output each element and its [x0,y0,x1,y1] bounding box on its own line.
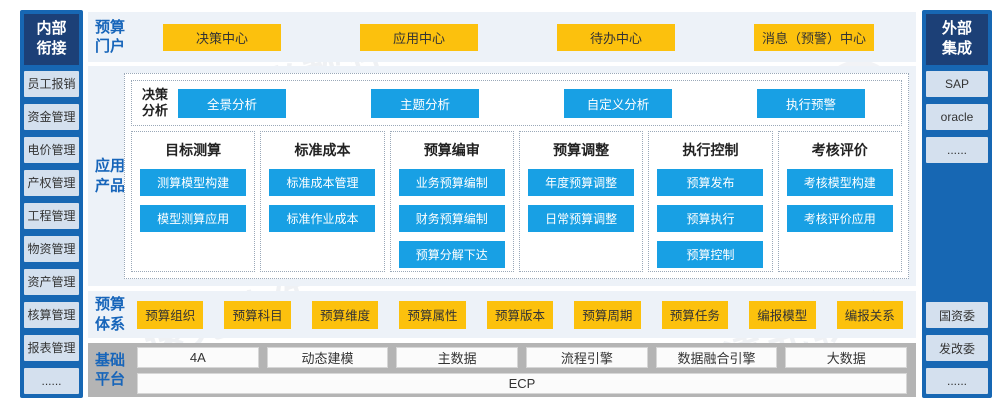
budget-system-button[interactable]: 预算属性 [399,300,466,329]
internal-integration-title: 内部 衔接 [24,14,79,65]
decision-analysis-button[interactable]: 自定义分析 [563,88,672,118]
external-integration-title: 外部 集成 [926,14,988,65]
product-module-button[interactable]: 标准成本管理 [269,169,376,196]
external-bottom-list: 国资委发改委...... [926,302,988,394]
portal-center-button[interactable]: 应用中心 [359,23,478,51]
external-system-item[interactable]: SAP [926,70,988,97]
base-platform-grid: 4A 动态建模主数据流程引擎数据融合引擎大数据 ECP [137,346,916,394]
decision-analysis-button[interactable]: 全景分析 [178,88,287,118]
product-module-button[interactable]: 考核模型构建 [786,169,893,196]
platform-component-box[interactable]: 数据融合引擎 [655,346,778,368]
product-module-button[interactable]: 预算执行 [657,205,764,232]
platform-component-box[interactable]: 4A [137,346,259,368]
external-sidebar-spacer [926,163,988,297]
internal-integration-list: 员工报销资金管理电价管理产权管理工程管理物资管理资产管理核算管理报表管理....… [24,70,79,395]
product-column-title: 目标测算 [165,142,222,158]
budget-portal-label: 预算 门户 [95,18,126,56]
internal-system-item[interactable]: 资产管理 [24,268,79,295]
product-column: 考核评价 考核模型构建考核评价应用 [777,131,902,272]
budget-system-button[interactable]: 预算任务 [661,300,729,329]
platform-component-box[interactable]: 动态建模 [266,346,389,368]
product-module-button[interactable]: 年度预算调整 [528,169,635,196]
product-module-button[interactable]: 考核评价应用 [786,205,893,232]
product-column-items: 业务预算编制财务预算编制预算分解下达 [391,169,513,268]
external-agency-item[interactable]: 国资委 [926,302,988,328]
product-module-button[interactable]: 日常预算调整 [528,205,635,232]
product-column: 目标测算 测算模型构建模型测算应用 [131,131,256,272]
platform-component-box[interactable]: 大数据 [785,346,908,368]
product-module-button[interactable]: 标准作业成本 [269,205,376,232]
product-module-button[interactable]: 模型测算应用 [140,205,247,232]
platform-component-box[interactable]: 主数据 [396,346,519,368]
product-module-button[interactable]: 测算模型构建 [140,169,247,196]
external-top-list: SAP oracle...... [926,70,988,163]
product-column-items: 考核模型构建考核评价应用 [779,169,901,232]
product-column: 标准成本 标准成本管理标准作业成本 [260,131,385,272]
product-column: 预算调整 年度预算调整日常预算调整 [518,131,644,272]
decision-analysis-row: 决策 分析 全景分析 主题分析 自定义分析 执行预警 [131,80,902,126]
application-products-panel: 决策 分析 全景分析 主题分析 自定义分析 执行预警 目标测算 测算模型构建模型测算应… [124,73,909,279]
external-integration-sidebar: 外部 集成 SAP oracle...... 国资委发改委...... [922,10,992,398]
budget-system-button[interactable]: 编报模型 [749,300,816,329]
budget-system-button[interactable]: 预算周期 [574,300,641,329]
ecp-platform-box[interactable]: ECP [137,372,907,394]
product-column: 预算编审 业务预算编制财务预算编制预算分解下达 [389,131,514,272]
decision-analysis-button[interactable]: 执行预警 [756,88,865,118]
base-platform-ecp-row: ECP [137,372,907,394]
decision-analysis-buttons: 全景分析 主题分析 自定义分析 执行预警 [178,88,891,118]
product-column-items: 年度预算调整日常预算调整 [520,169,642,232]
budget-system-button[interactable]: 预算组织 [137,300,204,329]
product-column-title: 执行控制 [682,142,739,158]
base-platform-label: 基础 平台 [95,351,126,389]
product-module-button[interactable]: 预算控制 [657,241,764,268]
base-platform-components: 4A 动态建模主数据流程引擎数据融合引擎大数据 [137,346,908,368]
portal-center-button[interactable]: 待办中心 [556,23,675,51]
internal-system-item[interactable]: 员工报销 [24,70,79,97]
internal-system-item[interactable]: 工程管理 [24,202,79,229]
application-products-label: 应用 产品 [95,157,126,195]
product-column-title: 标准成本 [294,142,351,158]
base-platform-section: 基础 平台 4A 动态建模主数据流程引擎数据融合引擎大数据 ECP [88,343,916,397]
budget-system-button[interactable]: 编报关系 [836,300,903,329]
external-system-item[interactable]: ...... [926,136,988,163]
decision-analysis-label: 决策 分析 [142,86,169,118]
internal-system-item[interactable]: ...... [24,367,79,394]
product-column-title: 预算调整 [553,142,610,158]
external-system-item[interactable]: oracle [926,103,988,130]
budget-system-section: 预算 体系 预算组织预算科目预算维度预算属性预算版本预算周期预算任务编报模型编报… [88,291,916,338]
external-agency-item[interactable]: ...... [926,368,988,394]
budget-system-buttons: 预算组织预算科目预算维度预算属性预算版本预算周期预算任务编报模型编报关系 [137,300,916,329]
decision-analysis-button[interactable]: 主题分析 [371,88,479,118]
internal-system-item[interactable]: 报表管理 [24,334,79,361]
portal-center-button[interactable]: 决策中心 [163,23,281,51]
product-column-title: 考核评价 [811,142,868,158]
product-module-button[interactable]: 业务预算编制 [398,169,505,196]
internal-system-item[interactable]: 电价管理 [24,136,79,163]
internal-integration-sidebar: 内部 衔接 员工报销资金管理电价管理产权管理工程管理物资管理资产管理核算管理报表… [20,10,83,398]
product-column-title: 预算编审 [423,142,480,158]
budget-system-button[interactable]: 预算维度 [311,300,379,329]
product-column: 执行控制 预算发布预算执行预算控制 [648,131,773,272]
platform-component-box[interactable]: 流程引擎 [526,346,648,368]
budget-portal-buttons: 决策中心 应用中心 待办中心 消息（预警）中心 [137,23,916,51]
internal-system-item[interactable]: 产权管理 [24,169,79,196]
budget-system-button[interactable]: 预算版本 [486,300,554,329]
budget-system-label: 预算 体系 [95,296,126,333]
internal-system-item[interactable]: 核算管理 [24,301,79,328]
application-products-section: 应用 产品 决策 分析 全景分析 主题分析 自定义分析 执行预警 目标测算 测算模型构… [88,66,916,286]
product-module-button[interactable]: 财务预算编制 [398,205,505,232]
product-columns: 目标测算 测算模型构建模型测算应用 标准成本 标准成本管理标准作业成本 预算编审 [131,131,902,272]
external-agency-item[interactable]: 发改委 [926,335,988,361]
product-column-items: 测算模型构建模型测算应用 [132,169,254,232]
budget-portal-section: 预算 门户 决策中心 应用中心 待办中心 消息（预警）中心 [88,12,916,62]
product-column-items: 标准成本管理标准作业成本 [261,169,383,232]
product-column-items: 预算发布预算执行预算控制 [649,169,771,268]
internal-system-item[interactable]: 资金管理 [24,103,79,130]
portal-center-button[interactable]: 消息（预警）中心 [753,23,874,51]
internal-system-item[interactable]: 物资管理 [24,235,79,262]
budget-system-button[interactable]: 预算科目 [224,300,291,329]
product-module-button[interactable]: 预算分解下达 [398,241,505,268]
product-module-button[interactable]: 预算发布 [657,169,764,196]
